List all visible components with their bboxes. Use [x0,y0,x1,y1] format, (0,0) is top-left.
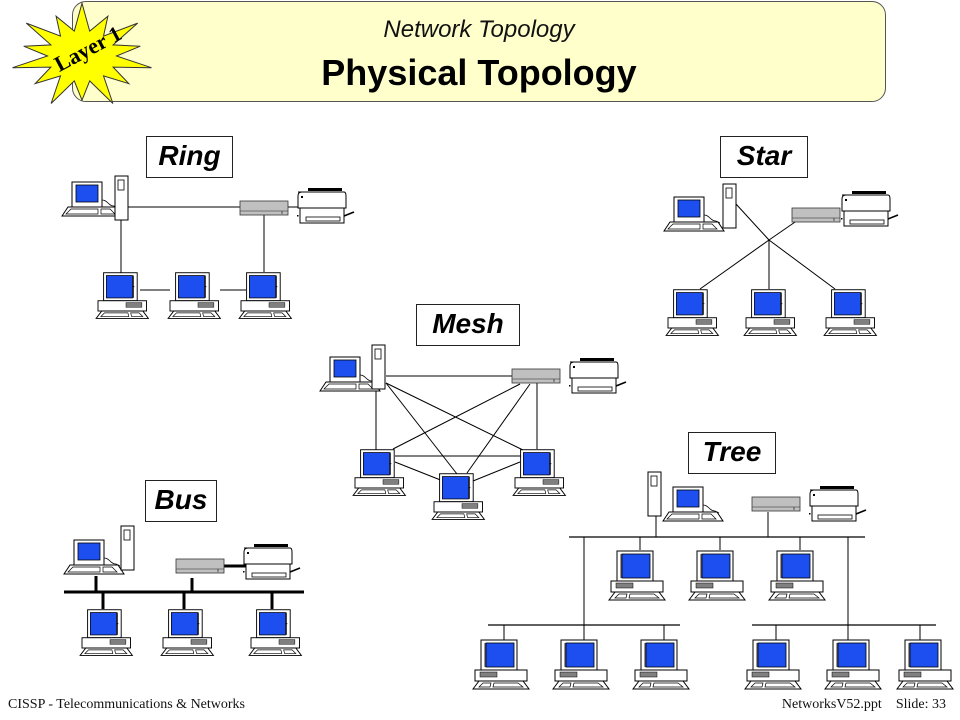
ring-server-icon [114,175,129,221]
slide-subtitle: Network Topology [383,16,575,43]
tree-computer-icon [744,639,802,690]
tree-computer-icon [552,639,610,690]
mesh-computer-icon [431,473,485,520]
cable-line [768,239,836,290]
tree-computer-icon [824,639,882,690]
cable-line [392,383,521,450]
label-tree: Tree [688,432,776,474]
cable-line [385,382,524,451]
footer-slide: Slide: 33 [895,697,946,712]
mesh-computer-icon [352,449,406,496]
devices-layer [61,175,954,690]
label-mesh: Mesh [416,304,520,346]
mesh-server-icon [371,344,386,390]
star-hub-icon [791,207,841,223]
cable-line [466,383,531,474]
tree-computer-icon [768,550,826,601]
cable-line [385,382,458,475]
bus-workstation-icon [63,539,125,575]
ring-computer-icon [95,272,149,319]
label-star: Star [720,136,808,178]
tree-computer-icon [688,550,746,601]
footer-course: CISSP - Telecommunications & Networks [8,697,246,712]
tree-server-icon [647,471,662,517]
star-server-icon [722,183,737,229]
star-computer-icon [665,289,719,336]
mesh-printer-icon [568,357,627,394]
ring-workstation-icon [61,181,123,217]
cable-line [472,461,521,482]
starburst-icon [12,1,152,104]
slide-title: Physical Topology [321,52,637,93]
tree-computer-icon [472,639,530,690]
tree-hub-icon [751,496,801,512]
bus-computer-icon [160,609,214,656]
star-computer-icon [823,289,877,336]
label-ring: Ring [146,136,233,178]
mesh-computer-icon [512,449,566,496]
bus-hub-icon [175,558,225,574]
star-printer-icon [840,190,899,227]
title-box: Network Topology Physical Topology [72,1,886,102]
cable-line [699,239,770,290]
layer-badge: Layer 1 [0,0,170,110]
bus-computer-icon [79,609,133,656]
tree-computer-icon [632,639,690,690]
star-workstation-icon [663,196,725,232]
links-layer [64,203,936,640]
mesh-hub-icon [511,368,561,384]
ring-printer-icon [296,187,355,224]
cable-line [768,219,799,241]
footer-meta: NetworksV52.ppt Slide: 33 [768,697,946,713]
mesh-workstation-icon [319,356,381,392]
ring-hub-icon [239,200,289,216]
ring-computer-icon [167,272,221,319]
tree-printer-icon [808,485,867,522]
cable-line [394,461,444,482]
label-bus: Bus [145,480,217,522]
ring-computer-icon [238,272,292,319]
bus-server-icon [120,525,135,571]
tree-computer-icon [896,639,954,690]
bus-printer-icon [242,543,301,580]
star-computer-icon [743,289,797,336]
bus-computer-icon [248,609,302,656]
footer-file: NetworksV52.ppt [781,697,882,712]
cable-line [735,203,770,241]
tree-computer-icon [608,550,666,601]
tree-workstation-icon [662,486,724,522]
